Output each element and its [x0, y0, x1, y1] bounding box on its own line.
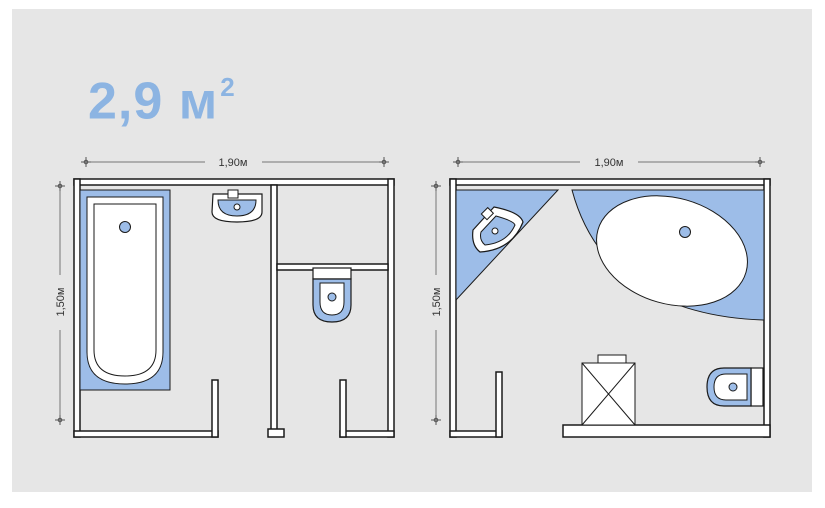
plan-2-width-dimension: 1,90м [452, 156, 766, 169]
area-title: 2,9 м2 [88, 61, 236, 131]
shower-icon [581, 354, 636, 426]
plan-2-height-label: 1,50м [431, 288, 443, 317]
bathtub-icon [571, 189, 765, 321]
area-value: 2,9 м [88, 72, 219, 131]
plan-1-height-label: 1,50м [55, 288, 67, 317]
plan-1: 1,90м 1,50м [54, 156, 395, 438]
plan-1-width-dimension: 1,90м [80, 156, 390, 169]
plan-1-walls [73, 178, 395, 438]
toilet-icon [706, 367, 764, 407]
plan-2-walls [449, 178, 771, 438]
sink-icon [211, 189, 263, 223]
plan-1-height-dimension: 1,50м [54, 180, 67, 426]
sink-icon [455, 189, 560, 302]
area-exponent: 2 [220, 72, 236, 102]
bathtub-icon [79, 189, 171, 391]
toilet-icon [312, 267, 352, 323]
plan-1-width-label: 1,90м [219, 157, 248, 169]
plan-2-width-label: 1,90м [595, 157, 624, 169]
plan-2-height-dimension: 1,50м [430, 180, 443, 426]
plan-2: 1,90м 1,50м [430, 156, 771, 438]
